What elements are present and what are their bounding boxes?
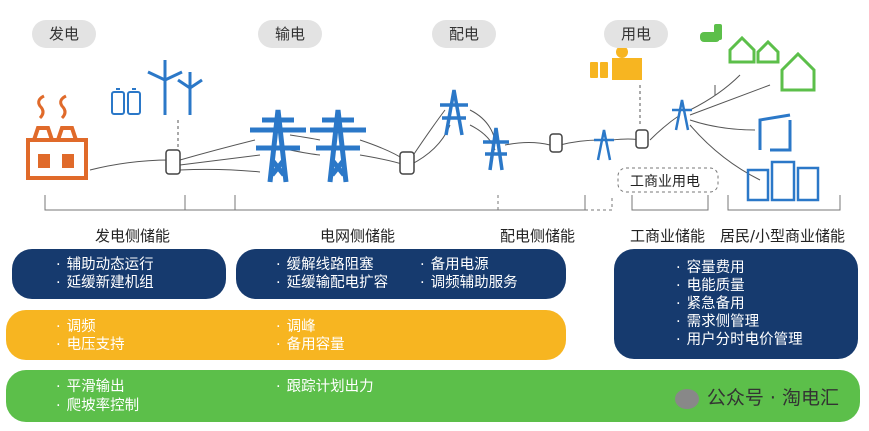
transmission-tower-icon: [440, 89, 509, 171]
building-icon: [746, 160, 820, 202]
list-item: 平滑输出: [56, 378, 125, 396]
list-item: 需求侧管理: [676, 313, 760, 331]
list-item: 电压支持: [56, 336, 125, 354]
list-item: 用户分时电价管理: [676, 331, 803, 349]
wechat-icon: [674, 388, 699, 409]
stage-distribution: 配电: [432, 20, 496, 48]
battery-icon: [590, 62, 608, 78]
list-item: 辅助动态运行: [56, 256, 154, 274]
grid-side-label: 电网侧储能: [320, 227, 396, 245]
list-item: 延缓新建机组: [56, 274, 154, 292]
ci-storage-label: 工商业储能: [630, 227, 706, 245]
list-item: 紧急备用: [676, 295, 745, 313]
solar-panel-icon: [612, 46, 642, 80]
list-item: 容量费用: [676, 259, 745, 277]
residential-storage-label: 居民/小型商业储能: [720, 227, 846, 245]
list-item: 缓解线路阻塞: [276, 256, 374, 274]
list-item: 备用容量: [276, 336, 345, 354]
stage-generation: 发电: [32, 20, 96, 48]
frequency-regulation-box: 调频 电压支持 调峰 备用容量: [6, 310, 566, 360]
ci-power-label: 工商业用电: [630, 174, 700, 190]
power-lines: [89, 74, 771, 181]
wind-turbine-icon: [147, 60, 203, 115]
factory-icon: [26, 94, 88, 180]
list-item: 调频辅助服务: [420, 274, 518, 292]
ci-power-frame: [617, 167, 719, 193]
list-item: 调峰: [276, 318, 316, 336]
transmission-tower-icon: [594, 99, 692, 161]
user-side-box: 容量费用 电能质量 紧急备用 需求侧管理 用户分时电价管理: [614, 249, 858, 359]
list-item: 跟踪计划出力: [276, 378, 374, 396]
output-smoothing-box: 平滑输出 爬坡率控制 跟踪计划出力: [6, 370, 860, 422]
dist-side-label: 配电侧储能: [500, 227, 576, 245]
list-item: 延缓输配电扩容: [276, 274, 389, 292]
stage-brackets: [44, 195, 841, 211]
ev-charger-icon: [700, 24, 722, 42]
stage-transmission: 输电: [258, 20, 322, 48]
gen-side-box: 辅助动态运行 延缓新建机组: [12, 249, 226, 299]
transformer-icon: [165, 129, 649, 175]
list-item: 电能质量: [676, 277, 745, 295]
house-icon: [728, 35, 816, 92]
list-item: 备用电源: [420, 256, 489, 274]
gen-side-label: 发电侧储能: [95, 227, 171, 245]
list-item: 爬坡率控制: [56, 397, 140, 415]
list-item: 调频: [56, 318, 96, 336]
oil-pump-icon: [758, 113, 792, 152]
stage-consumption: 用电: [604, 20, 668, 48]
grid-side-box: 缓解线路阻塞 延缓输配电扩容 备用电源 调频辅助服务: [236, 249, 566, 299]
battery-icon: [111, 88, 141, 115]
watermark-text: 公众号 · 淘电汇: [706, 387, 839, 409]
watermark: 公众号 · 淘电汇: [674, 383, 839, 410]
transmission-tower-icon: [250, 109, 366, 183]
